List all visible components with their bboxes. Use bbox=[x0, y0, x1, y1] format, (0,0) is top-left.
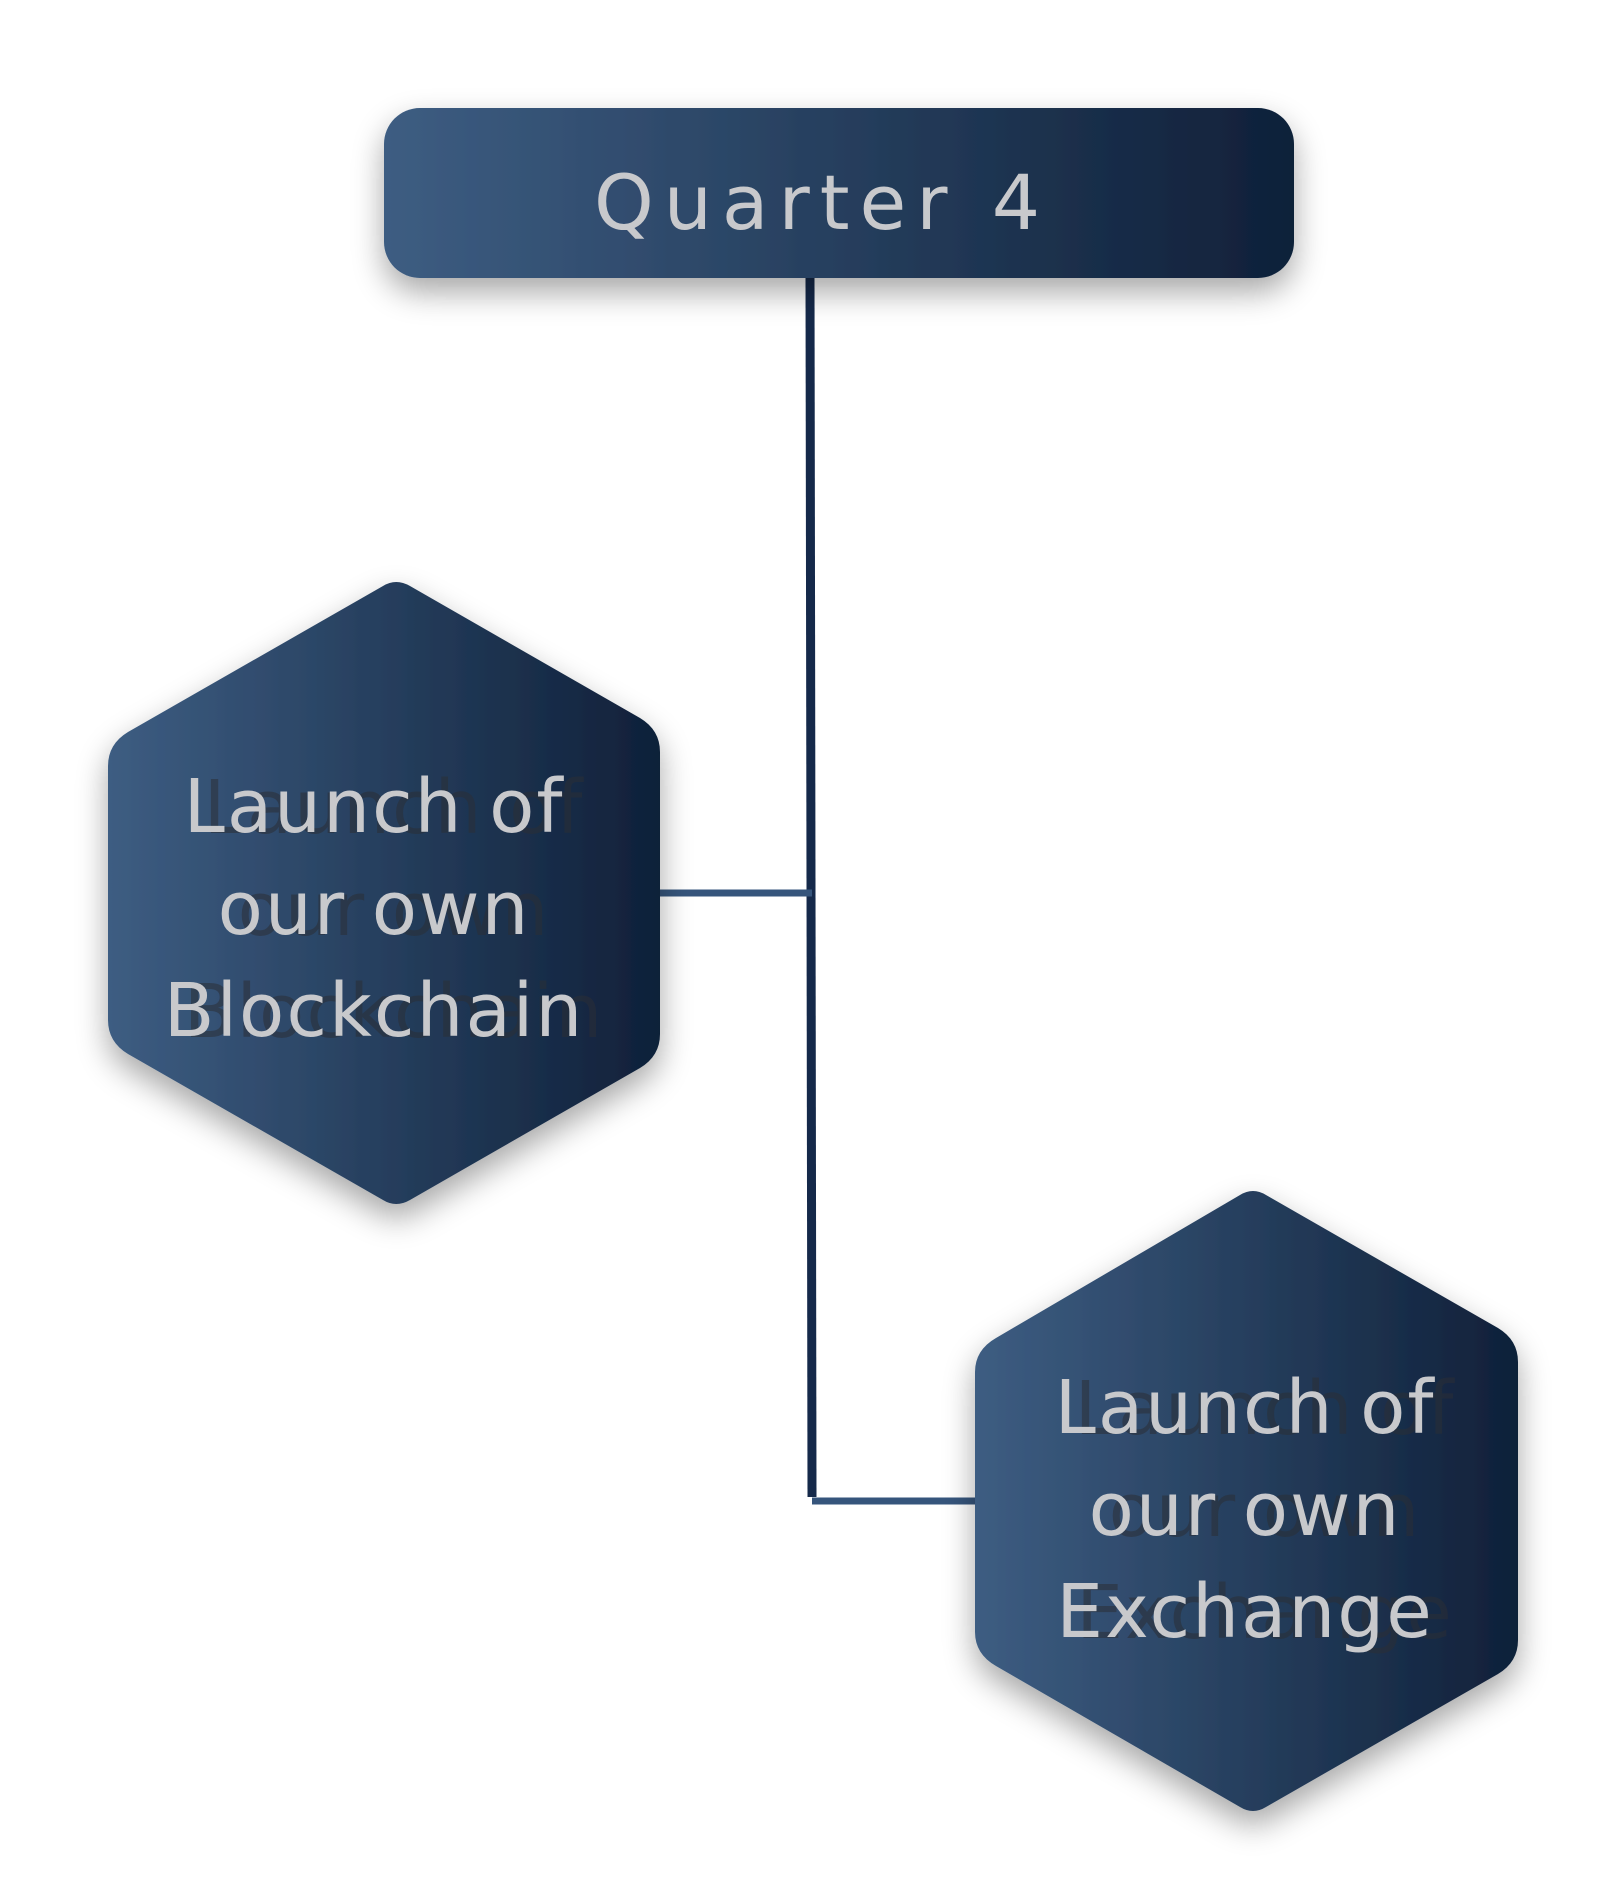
node-label-line-3: Exchange bbox=[1056, 1569, 1434, 1655]
milestone-node-blockchain: Launch of our own Blockchain Launch of o… bbox=[108, 582, 660, 1204]
node-label-shadow: Exchange bbox=[1076, 1570, 1454, 1656]
hexagon-shape bbox=[108, 582, 660, 1204]
connectors bbox=[655, 277, 985, 1505]
hexagon-shape bbox=[975, 1191, 1518, 1811]
node-label-line-2: our own bbox=[218, 866, 531, 952]
node-label-shadow: Launch of bbox=[1075, 1366, 1456, 1452]
node-label-shadow: Blockchain bbox=[184, 969, 605, 1055]
main-vertical-connector bbox=[805, 277, 817, 1498]
node-label-shadow: Launch of bbox=[204, 765, 585, 851]
node-label-line-3: Blockchain bbox=[164, 968, 585, 1054]
node-label-shadow: our own bbox=[238, 867, 551, 953]
node-label-line-1: Launch of bbox=[184, 764, 565, 850]
header-box: Quarter 4 bbox=[384, 108, 1294, 278]
header-box-background bbox=[384, 108, 1294, 278]
header-label: Quarter 4 bbox=[594, 158, 1050, 247]
milestone-node-exchange: Launch of our own Exchange Launch of our… bbox=[975, 1191, 1518, 1811]
node-label-line-2: our own bbox=[1089, 1467, 1402, 1553]
node-label-shadow: our own bbox=[1109, 1468, 1422, 1554]
node-label-line-1: Launch of bbox=[1055, 1365, 1436, 1451]
